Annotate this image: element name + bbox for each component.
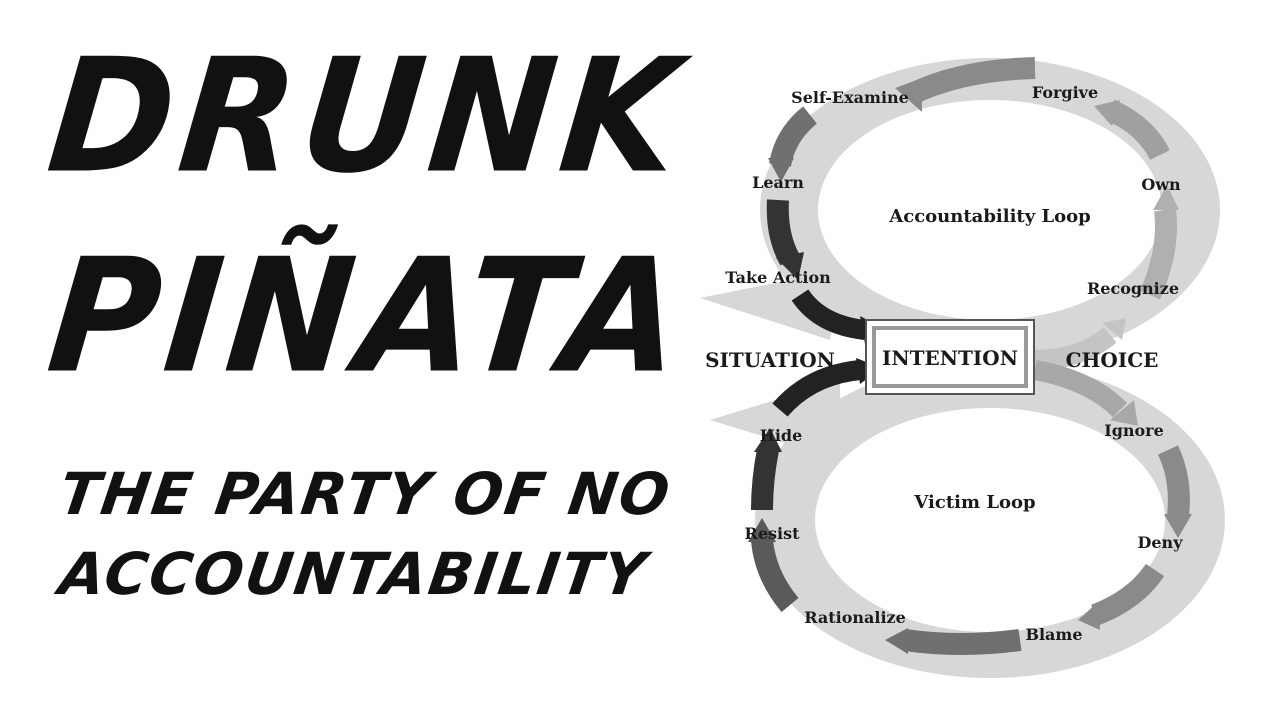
title-line-2: PIÑATA [40,225,695,409]
step-rationalize: Rationalize [804,608,906,627]
title-line-1: DRUNK [40,25,693,209]
arrow-bottom-3-head [885,628,908,654]
arrow-bottom-2 [1090,563,1165,626]
arrow-top-2-head [768,158,794,182]
title-block: DRUNK PIÑATA THE PARTY OF NO ACCOUNTABIL… [41,26,695,608]
arrow-top-3 [766,199,800,266]
step-deny: Deny [1138,533,1184,552]
arrow-choice-down [1033,360,1128,418]
arrow-to-intention-top [791,289,867,340]
step-ignore: Ignore [1104,421,1164,440]
left-wedge-bottom [710,380,840,460]
step-self-examine: Self-Examine [791,88,909,107]
arrow-top-3-head [776,252,804,280]
arrow-bottom-1 [1157,445,1190,517]
step-resist: Resist [745,524,801,543]
arrow-bottom-5-head [754,428,782,452]
step-take-action: Take Action [725,268,831,287]
subtitle-line-1: THE PARTY OF NO [55,460,676,528]
choice-label: CHOICE [1066,348,1159,372]
arrow-top-4 [1139,208,1177,300]
arrow-bottom-4 [751,538,799,613]
arrow-bottom-2-head [1078,602,1100,630]
figure-eight-svg: INTENTION SITUATION CHOICE Accountabilit… [700,57,1225,678]
step-forgive: Forgive [1032,83,1098,102]
situation-label: SITUATION [705,348,835,372]
arrow-top-5 [1105,99,1170,161]
arrow-bottom-1-head [1164,514,1192,538]
accountability-diagram: INTENTION SITUATION CHOICE Accountabilit… [690,40,1250,700]
arrow-top-4-head [1153,185,1179,210]
accountability-loop-label: Accountability Loop [888,206,1090,227]
intention-box-inner [872,326,1028,388]
step-blame: Blame [1025,625,1082,644]
arrow-choice-up-head [1102,318,1126,340]
subtitle-line-2: ACCOUNTABILITY [55,540,652,608]
arrow-top-5-head [1094,100,1120,126]
arrow-top-1-head [895,78,922,112]
step-learn: Learn [752,173,804,192]
left-wedge-top [700,270,840,340]
step-own: Own [1141,175,1181,194]
intention-label: INTENTION [882,346,1018,370]
arrow-bottom-3 [903,629,1022,655]
arrow-choice-down-head [1110,400,1138,426]
arrow-to-intention-bottom [772,360,862,417]
step-hide: Hide [760,426,803,445]
arrow-bottom-5 [751,447,779,511]
top-ring-hole [818,100,1162,320]
step-recognize: Recognize [1087,279,1179,298]
arrow-bottom-4-head [748,518,776,542]
bottom-ring-hole [815,408,1165,632]
victim-loop-label: Victim Loop [913,492,1035,513]
arrow-choice-up [1034,327,1117,370]
